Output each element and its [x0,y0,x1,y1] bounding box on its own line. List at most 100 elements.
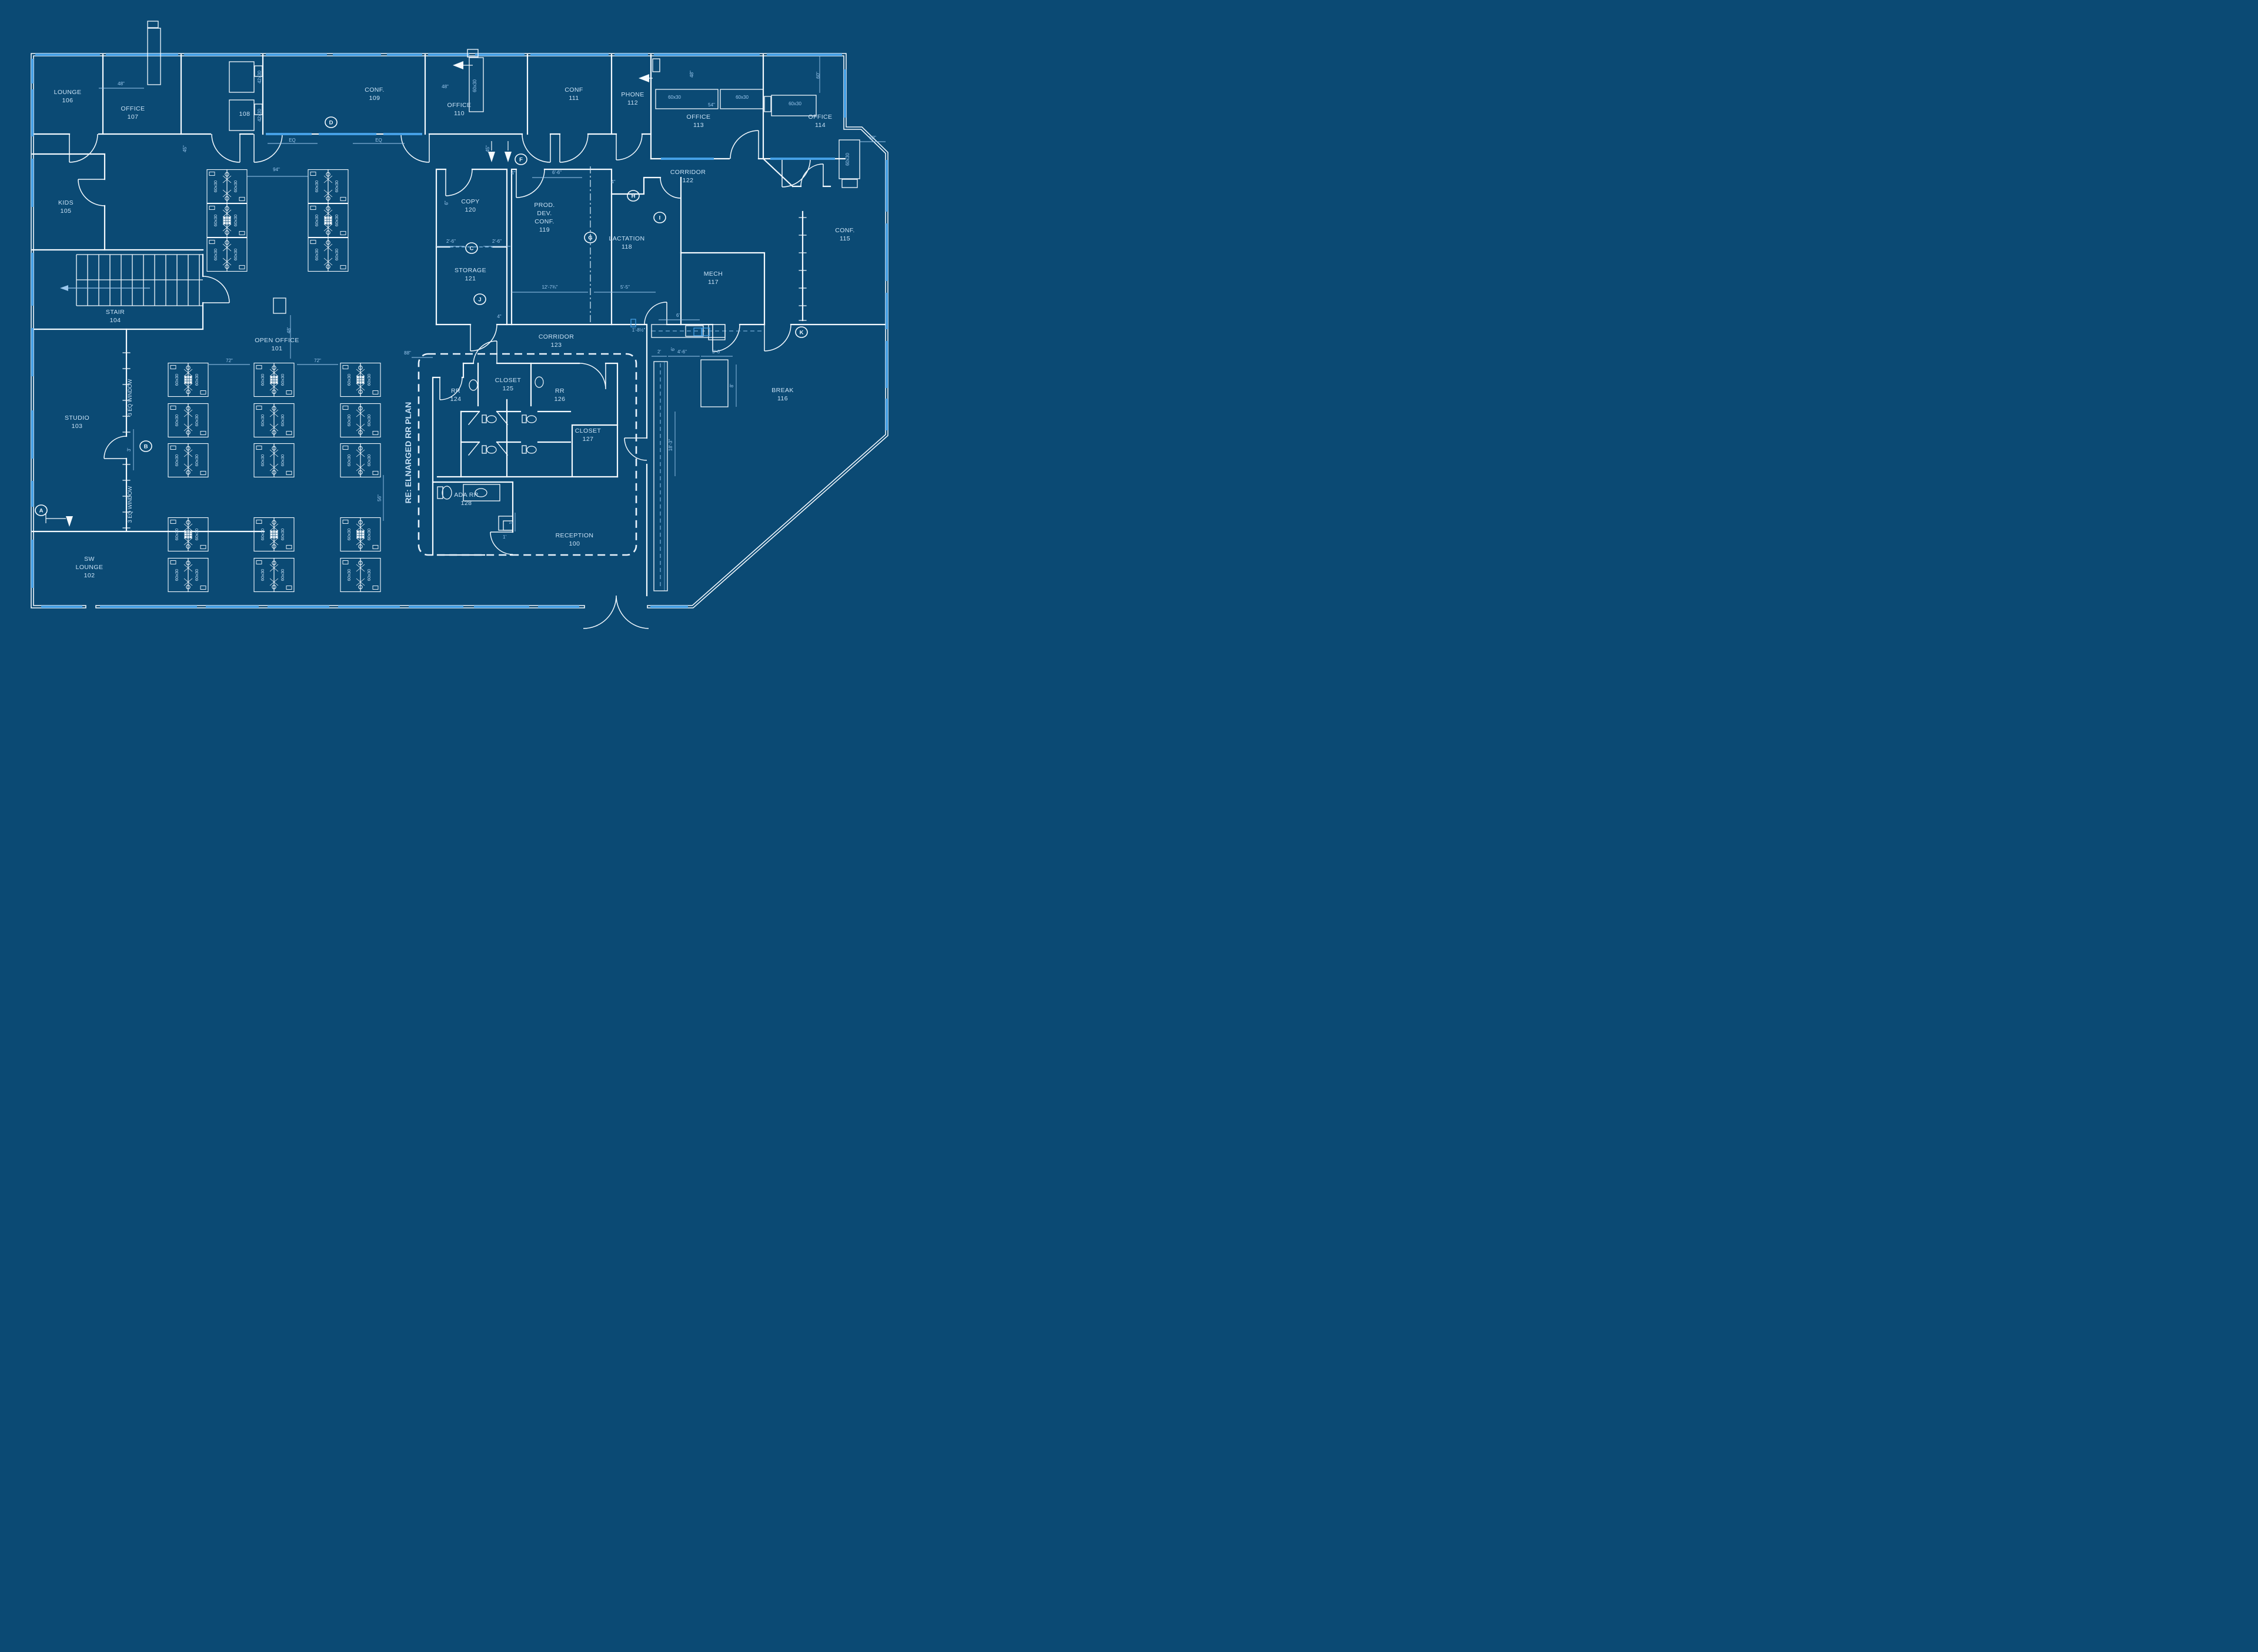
desk-clusters: 60x30 60x30 60x30 60x30 60x30 60x30 60x30 60x30… [168,169,381,593]
svg-text:KIDS: KIDS [58,199,74,206]
note-label: 3 EQ WINDOW [127,379,133,416]
svg-text:116: 116 [777,395,788,402]
dimension-label: 94" [273,167,280,172]
desk-size-label: 60x30 [346,374,352,386]
office113-desk-1 [655,89,719,109]
ada-sink-oval [475,488,487,497]
svg-text:ADA RR: ADA RR [454,491,479,499]
dimension-label: 18'-3" [668,439,673,452]
wc-bowl-1 [486,415,497,423]
svg-text:LACTATION: LACTATION [609,235,645,242]
desk-size-label: 60x30 [194,529,199,540]
svg-text:123: 123 [551,342,562,349]
desk-size-label: 60x30 [314,180,319,192]
svg-text:STAIR: STAIR [106,309,125,316]
dashed-lines [417,166,762,591]
dimension-label: 5'-5" [620,285,630,290]
room-label-room-108: 108 [239,111,250,118]
left-arrow-icon [639,74,649,82]
rr126-sink [535,376,544,388]
dimension-label: 45" [485,145,490,152]
desk-size-label: 60x30 [174,529,179,540]
dimension-label: 72" [226,358,233,363]
window-segments [31,53,888,608]
printer-box [270,530,278,539]
dimension-label: 72" [314,358,321,363]
svg-text:MECH: MECH [704,270,723,277]
svg-text:I: I [659,215,661,222]
svg-text:125: 125 [503,385,514,392]
desk-size-label: 60x30 [280,569,285,581]
desk-size-label: 60x30 [174,374,179,386]
svg-text:A: A [39,508,44,514]
dimension-label: 6'-6" [552,170,562,175]
break-appliance [708,324,726,340]
svg-text:115: 115 [840,235,850,242]
office107-shelf [147,21,159,28]
svg-text:100: 100 [569,540,580,547]
svg-text:STUDIO: STUDIO [65,414,89,422]
svg-text:117: 117 [708,279,719,286]
desk-size-label: 60x30 [334,180,339,192]
dimension-label: 60x30 [845,153,850,166]
office114-desk [771,95,817,116]
svg-text:SW: SW [84,556,95,563]
dimension-label: 2' [657,349,661,355]
desk-size-label: 60x30 [260,529,265,540]
floorplan-svg: 60x30 60x30 60x30 60x30 60x30 60x30 60x30 60x30… [31,21,888,629]
desk-size-label: 60x30 [233,249,238,260]
svg-text:H: H [632,193,636,200]
wc-tank-3 [482,445,487,454]
wc-bowl-3 [486,446,497,454]
floor-box-3 [702,327,710,336]
grid-marker-A: A [35,504,48,516]
svg-text:RR: RR [451,387,460,394]
svg-text:D: D [329,120,333,126]
dimension-label: 4" [511,170,515,176]
printer-box [184,530,192,539]
desk-size-label: 60x30 [366,454,372,466]
svg-text:RECEPTION: RECEPTION [556,532,594,539]
ada-wc-bowl [442,486,452,500]
dimension-label: 56" [377,494,382,501]
svg-text:101: 101 [272,345,283,352]
office110-desk [469,57,484,112]
svg-text:OPEN OFFICE: OPEN OFFICE [255,337,299,344]
dimension-label: 42x30 [257,109,262,122]
dimension-label: 8' [729,384,734,387]
printer-box [356,376,365,384]
svg-text:102: 102 [84,572,95,579]
svg-text:B: B [144,444,148,450]
desk-size-label: 60x30 [334,215,339,226]
dimension-label: 6" [444,200,449,205]
svg-text:120: 120 [465,206,476,213]
dimension-label: 60x30 [668,95,681,100]
desk-pair: 60x30 60x30 [168,517,209,552]
svg-text:G: G [588,235,592,242]
dimension-label: 12'-7¾" [542,285,557,290]
open-office-column [273,297,286,314]
svg-text:CLOSET: CLOSET [495,377,522,384]
svg-text:OFFICE: OFFICE [809,113,833,121]
dimension-label: 3'-6" [712,349,722,355]
